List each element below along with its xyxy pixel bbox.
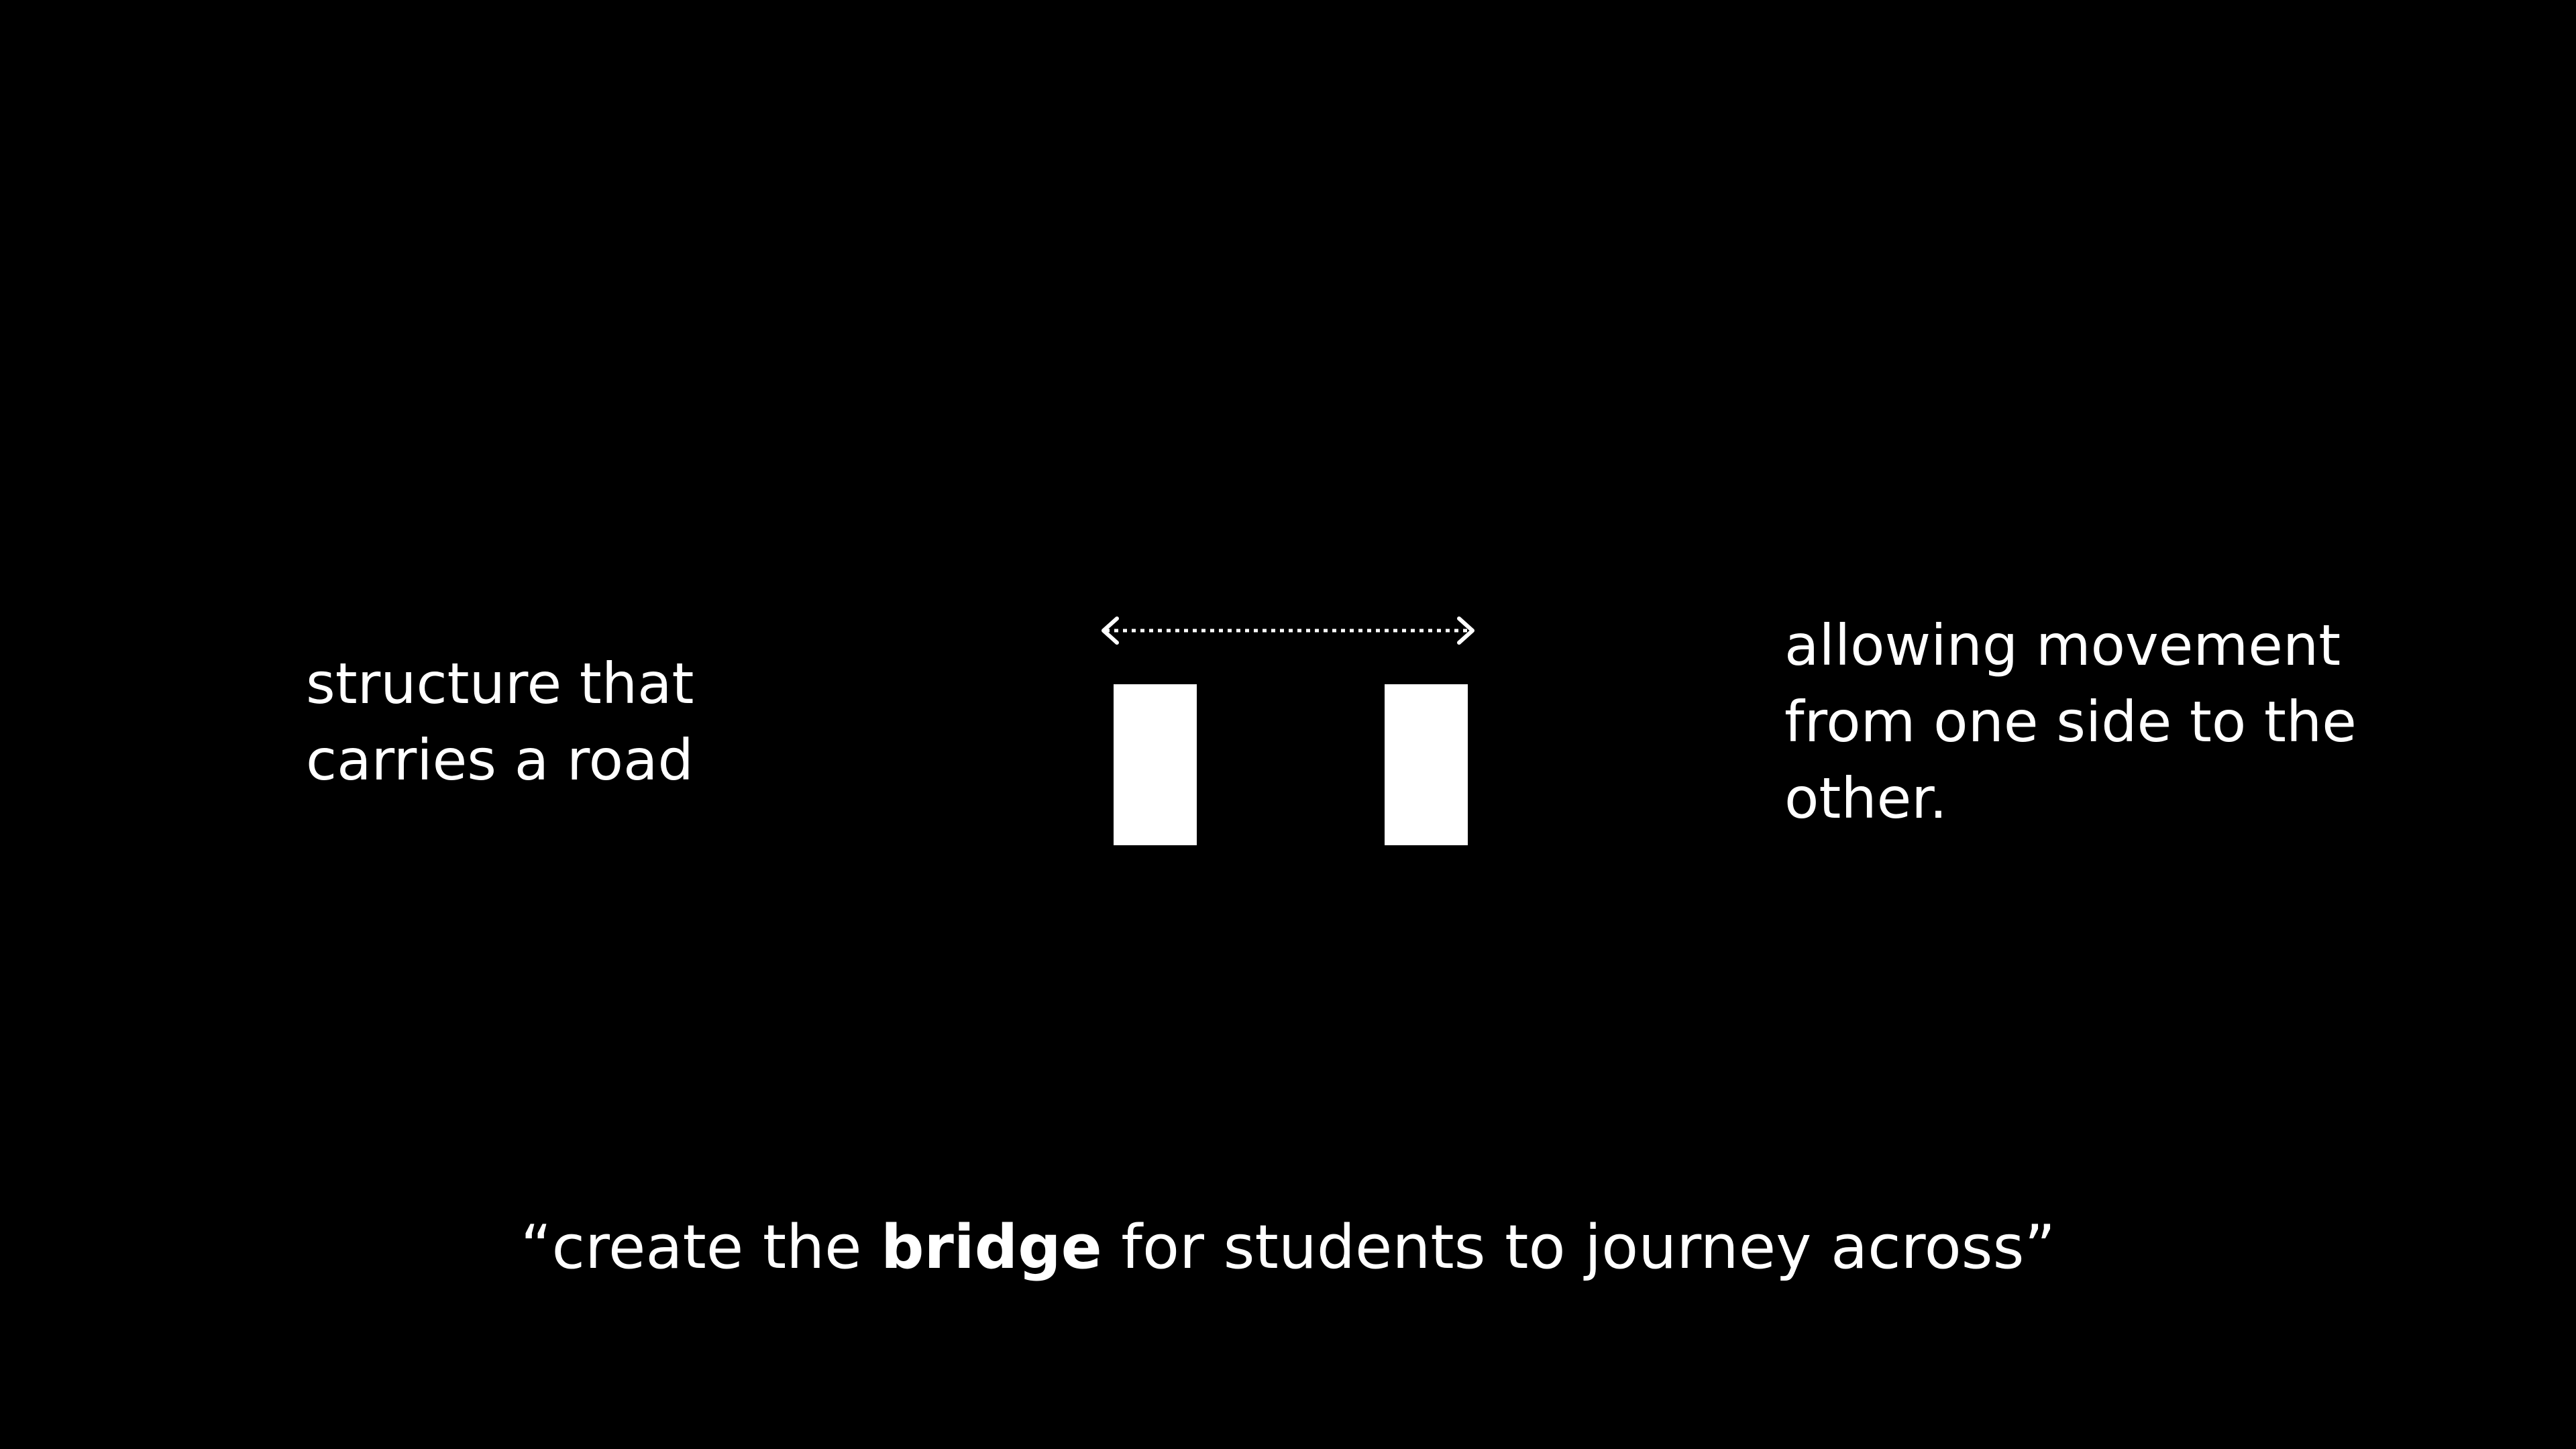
quote-after: for students to journey across bbox=[1102, 1212, 2025, 1283]
right-pillar bbox=[1385, 684, 1468, 845]
quote-text: “create the bridge for students to journ… bbox=[0, 1208, 2576, 1288]
quote-emphasis: bridge bbox=[881, 1212, 1102, 1283]
quote-close-mark: ” bbox=[2024, 1212, 2056, 1283]
span-arrow-right-head bbox=[1457, 616, 1474, 645]
left-pillar bbox=[1114, 684, 1197, 845]
left-definition: structure that carries a road bbox=[306, 645, 694, 798]
right-definition-line-3: other. bbox=[1784, 765, 1947, 831]
quote-before: create the bbox=[551, 1212, 881, 1283]
span-arrow-left-head bbox=[1102, 616, 1119, 645]
right-definition-line-2: from one side to the bbox=[1784, 689, 2357, 755]
span-arrow bbox=[1102, 616, 1474, 645]
left-definition-line-1: structure that bbox=[306, 651, 694, 716]
right-definition: allowing movement from one side to the o… bbox=[1784, 607, 2357, 837]
quote-open-mark: “ bbox=[520, 1212, 552, 1283]
left-definition-line-2: carries a road bbox=[306, 727, 694, 793]
right-definition-line-1: allowing movement bbox=[1784, 612, 2341, 678]
